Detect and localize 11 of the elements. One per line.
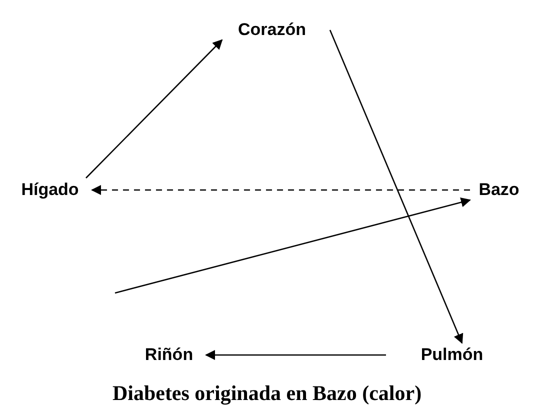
arrow <box>91 185 470 195</box>
node-label: Hígado <box>21 180 79 200</box>
arrow <box>86 39 223 178</box>
node-label: Corazón <box>238 20 306 40</box>
node-label: Pulmón <box>420 345 484 365</box>
arrow <box>205 350 386 360</box>
caption: Diabetes originada en Bazo (calor) <box>112 381 422 405</box>
arrow <box>114 197 471 294</box>
arrow <box>329 30 464 344</box>
node-label: Bazo <box>478 180 520 200</box>
node-label: Riñón <box>144 345 194 365</box>
